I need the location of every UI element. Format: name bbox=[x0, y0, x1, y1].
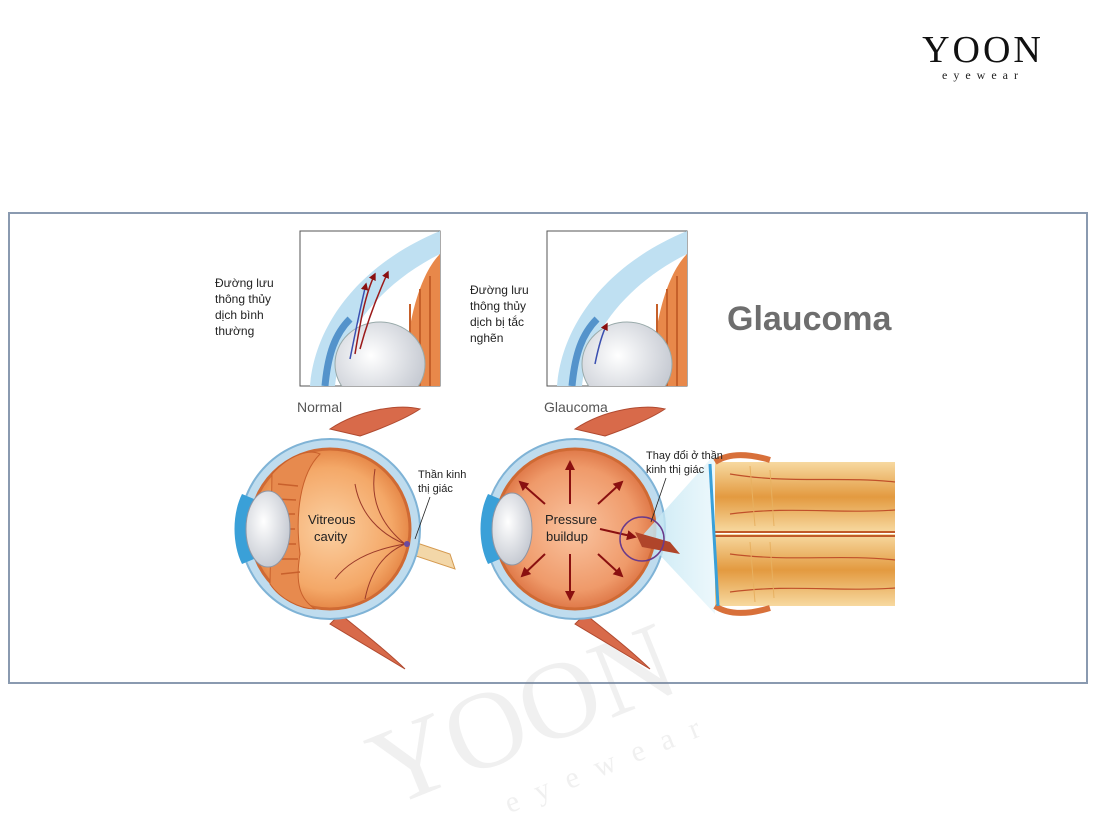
brand-logo: YOON eyewear bbox=[898, 30, 1068, 83]
label-glaucoma: Glaucoma bbox=[544, 399, 608, 415]
optic-nerve-label: Thần kinh thị giác bbox=[418, 469, 469, 495]
optic-nerve-magnified bbox=[619, 452, 896, 616]
inset-normal-caption: Đường lưu thông thủy dịch bình thường bbox=[215, 276, 277, 338]
inset-glaucoma-caption: Đường lưu thông thủy dịch bị tắc nghẽn bbox=[470, 283, 532, 345]
glaucoma-eye bbox=[480, 406, 667, 670]
diagram-frame: Đường lưu thông thủy dịch bình thường Đư… bbox=[8, 212, 1088, 684]
nerve-change-label: Thay đổi ở thần kinh thị giác bbox=[646, 450, 726, 476]
inset-glaucoma bbox=[546, 230, 688, 387]
vitreous-label: Vitreous cavity bbox=[308, 512, 359, 544]
label-normal: Normal bbox=[297, 399, 342, 415]
normal-eye bbox=[234, 406, 456, 670]
inset-normal bbox=[299, 230, 441, 387]
brand-tagline: eyewear bbox=[942, 68, 1024, 82]
brand-name: YOON bbox=[922, 29, 1044, 71]
pressure-label: Pressure buildup bbox=[545, 512, 601, 544]
glaucoma-diagram: Đường lưu thông thủy dịch bình thường Đư… bbox=[215, 230, 896, 670]
nerve-change-pointer bbox=[650, 477, 667, 523]
optic-nerve-pointer bbox=[414, 496, 431, 540]
diagram-title: Glaucoma bbox=[727, 300, 892, 338]
